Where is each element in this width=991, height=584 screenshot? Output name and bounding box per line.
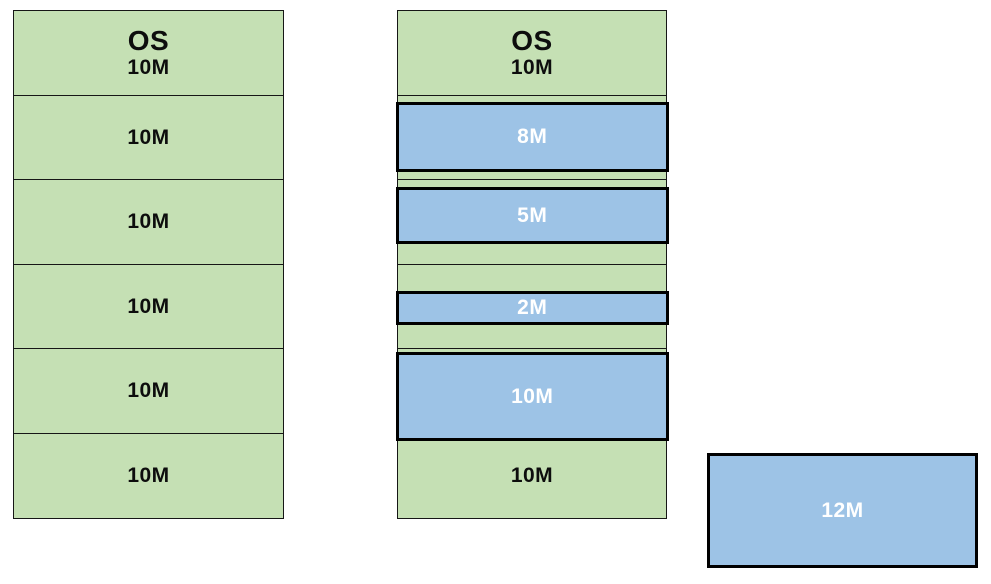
partition-block-2: 10M: [13, 179, 284, 265]
process-size-label: 5M: [517, 203, 548, 227]
partition-block-5: 10M: [13, 432, 284, 519]
process-block-2m: 2M: [395, 291, 669, 325]
process-size-label: 10M: [511, 384, 554, 408]
partition-size-label: 10M: [127, 379, 170, 402]
partition-size-label: 10M: [127, 125, 170, 149]
process-block-10m: 10M: [395, 352, 669, 441]
partition-block-4: 10M: [13, 348, 284, 434]
os-partition-block: OS 10M: [397, 10, 667, 96]
waiting-process-block-12m: 12M: [707, 453, 978, 568]
partition-block-free: 10M: [397, 432, 667, 519]
os-partition-block: OS 10M: [13, 10, 284, 96]
allocated-partitions-column: OS 10M 10M 8M 5M 2M 10M: [395, 10, 669, 519]
os-partition-size: 10M: [127, 55, 170, 79]
partition-size-label: 10M: [127, 210, 170, 233]
os-partition-title: OS: [127, 25, 170, 57]
process-block-8m: 8M: [395, 102, 669, 172]
fixed-partitions-column: OS 10M 10M 10M 10M 10M 10M: [13, 10, 284, 519]
process-size-label: 8M: [517, 125, 548, 148]
partition-size-label: 10M: [127, 463, 170, 487]
partition-size-label: 10M: [127, 294, 170, 318]
partition-block-3: 10M: [13, 263, 284, 350]
os-partition-title: OS: [511, 25, 553, 57]
process-block-5m: 5M: [395, 187, 669, 244]
partition-block-1: 10M: [13, 94, 284, 181]
process-size-label: 2M: [517, 296, 548, 319]
process-size-label: 12M: [821, 498, 864, 522]
os-partition-size: 10M: [510, 55, 554, 79]
free-partition-size-label: 10M: [510, 463, 554, 487]
